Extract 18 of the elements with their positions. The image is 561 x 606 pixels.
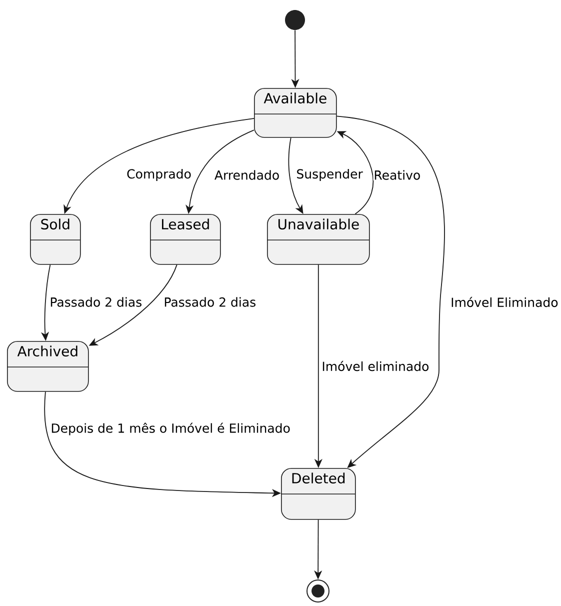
edge-label: Arrendado bbox=[214, 170, 280, 180]
edge-label: Depois de 1 mês o Imóvel é Eliminado bbox=[50, 422, 291, 436]
state-box: Sold bbox=[30, 214, 81, 265]
edge-label: Suspender bbox=[296, 168, 364, 182]
state-box: Deleted bbox=[280, 468, 356, 520]
state-box: Leased bbox=[150, 214, 221, 265]
edge-label: Passado 2 dias bbox=[49, 296, 143, 308]
final-state-marker bbox=[306, 580, 330, 602]
edge-label: Passado 2 dias bbox=[163, 296, 257, 308]
state-box: Archived bbox=[6, 341, 89, 392]
state-box: Unavailable bbox=[266, 214, 370, 265]
edge-label: Imóvel Eliminado bbox=[450, 296, 559, 308]
edge-label: Imóvel eliminado bbox=[321, 360, 430, 372]
edge-label: Reativo bbox=[373, 170, 422, 180]
arrow bbox=[336, 116, 445, 468]
state-box: Available bbox=[254, 88, 337, 138]
edge-label: Comprado bbox=[126, 168, 192, 182]
initial-state-dot bbox=[285, 10, 305, 30]
